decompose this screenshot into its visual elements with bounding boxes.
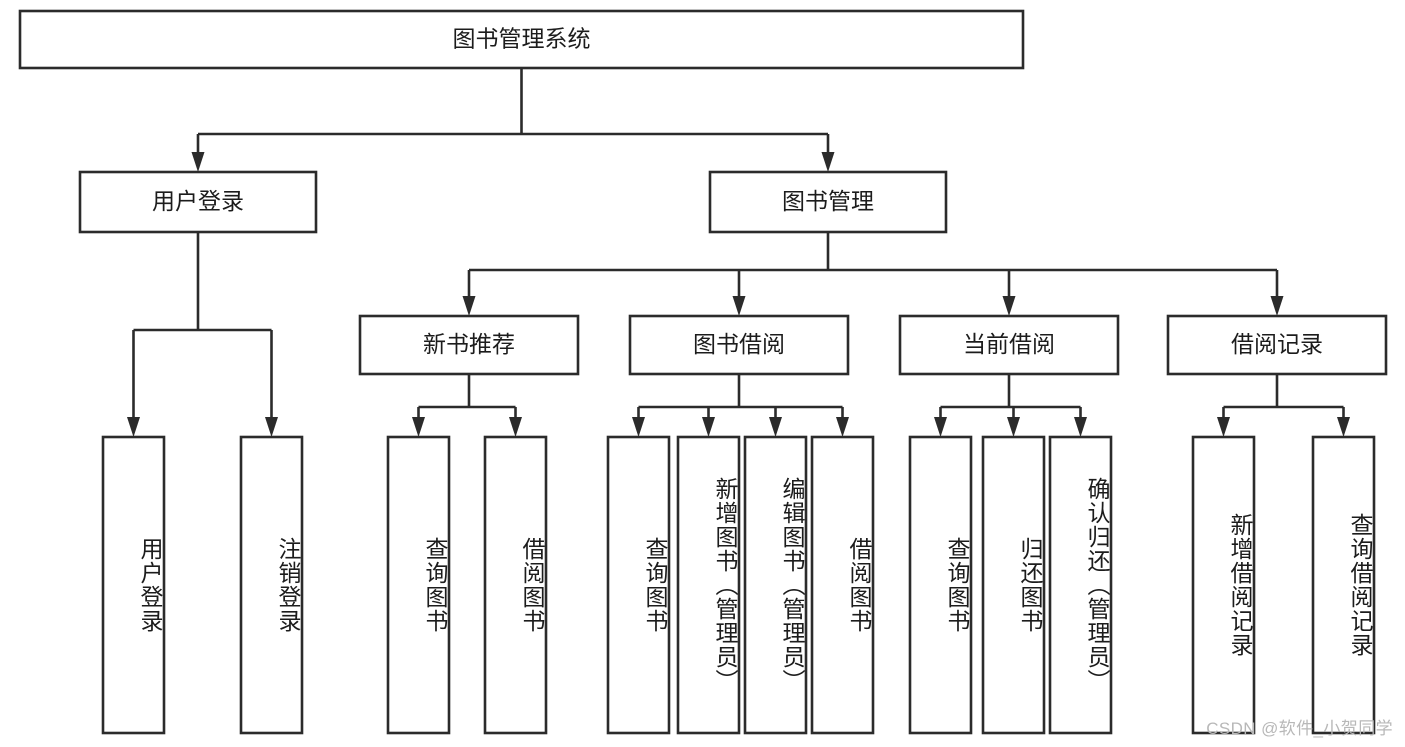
node-box-book-manage[interactable]: [708, 170, 948, 234]
node-label-user-login: 用户登录: [152, 188, 244, 214]
node-label-book-borrow: 图书借阅: [693, 331, 785, 357]
node-box-leaf-add-book[interactable]: [676, 435, 741, 735]
node-label-book-manage: 图书管理: [782, 188, 874, 214]
arrow-head: [462, 296, 476, 316]
node-box-leaf-borrow-book-2[interactable]: [810, 435, 875, 735]
node-box-leaf-confirm-return[interactable]: [1048, 435, 1113, 735]
arrow-head: [769, 417, 782, 437]
arrow-head: [509, 417, 522, 437]
arrow-head: [127, 417, 140, 437]
arrow-head: [1074, 417, 1087, 437]
edges-layer: [127, 68, 1350, 437]
arrow-head: [191, 152, 205, 172]
node-box-root[interactable]: [18, 9, 1025, 70]
arrow-head: [1002, 296, 1016, 316]
arrow-head: [412, 417, 425, 437]
node-label-new-book-rec: 新书推荐: [423, 331, 515, 357]
arrow-head: [821, 152, 835, 172]
arrow-head: [632, 417, 645, 437]
node-box-leaf-add-record[interactable]: [1191, 435, 1256, 735]
node-box-leaf-logout[interactable]: [239, 435, 304, 735]
boxes-layer: [18, 9, 1388, 735]
arrow-head: [265, 417, 278, 437]
arrow-head: [702, 417, 715, 437]
arrow-head: [1270, 296, 1284, 316]
arrow-head: [1217, 417, 1230, 437]
node-box-leaf-user-login[interactable]: [101, 435, 166, 735]
arrow-head: [836, 417, 849, 437]
node-box-book-borrow[interactable]: [628, 314, 850, 376]
node-box-leaf-edit-book[interactable]: [743, 435, 808, 735]
arrow-head: [934, 417, 947, 437]
arrow-head: [732, 296, 746, 316]
node-box-leaf-borrow-book-1[interactable]: [483, 435, 548, 735]
arrow-head: [1007, 417, 1020, 437]
node-box-borrow-record[interactable]: [1166, 314, 1388, 376]
node-box-leaf-query-book-1[interactable]: [386, 435, 451, 735]
node-label-current-borrow: 当前借阅: [963, 331, 1055, 357]
arrow-head: [1337, 417, 1350, 437]
node-box-leaf-query-book-3[interactable]: [908, 435, 973, 735]
node-box-current-borrow[interactable]: [898, 314, 1120, 376]
node-label-root: 图书管理系统: [453, 26, 591, 52]
node-box-leaf-query-book-2[interactable]: [606, 435, 671, 735]
node-label-borrow-record: 借阅记录: [1231, 331, 1323, 357]
node-box-leaf-query-record[interactable]: [1311, 435, 1376, 735]
node-box-new-book-rec[interactable]: [358, 314, 580, 376]
watermark-text: CSDN @软件_小贺同学: [1206, 719, 1393, 738]
node-box-user-login[interactable]: [78, 170, 318, 234]
node-box-leaf-return-book[interactable]: [981, 435, 1046, 735]
